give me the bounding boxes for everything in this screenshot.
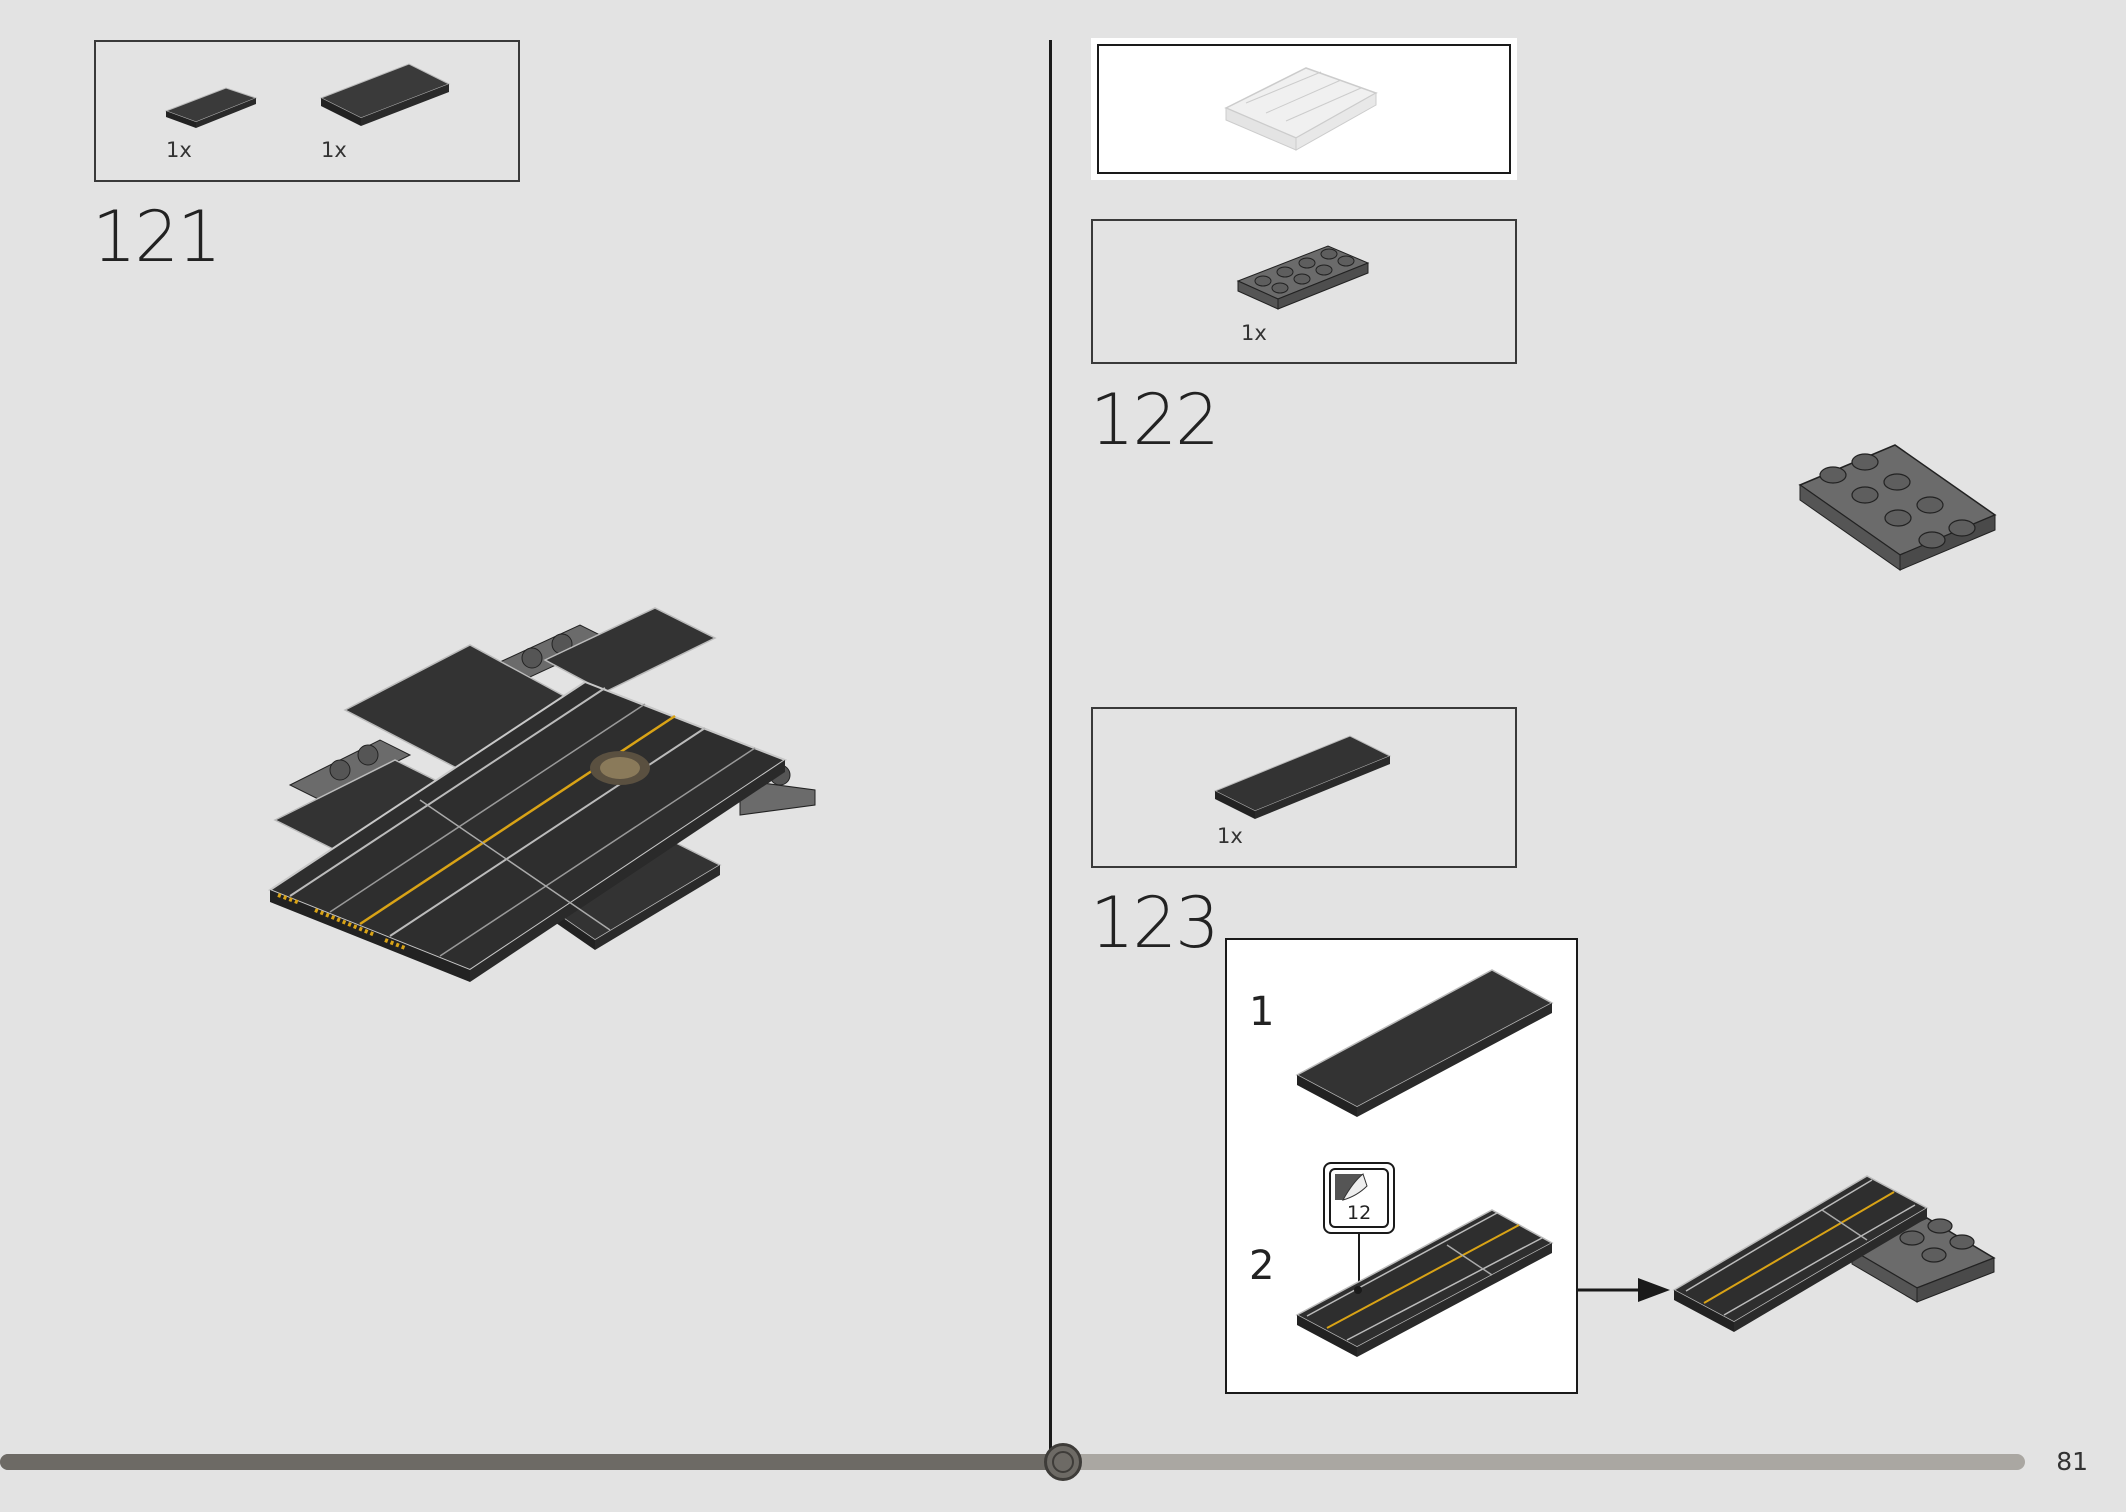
sticker-callout: 12 — [1323, 1162, 1395, 1234]
sticker-peel-icon — [1335, 1173, 1368, 1201]
part-qty: 1x — [1241, 321, 1267, 345]
parts-box-step-123: 1x — [1091, 707, 1517, 868]
sticker-pointer-line — [1358, 1234, 1360, 1290]
sticker-number: 12 — [1347, 1202, 1372, 1224]
assembly-model-122 — [1798, 444, 1997, 571]
progress-bar-knob — [1044, 1443, 1082, 1481]
arrow-icon — [1578, 1278, 1670, 1302]
substep-number: 2 — [1249, 1243, 1275, 1289]
assembly-model-121 — [267, 607, 816, 982]
substep-1-tile — [1295, 969, 1554, 1117]
step-number: 123 — [1090, 882, 1220, 964]
tile-1x2-icon — [164, 87, 258, 128]
parts-box-step-121: 1x 1x — [94, 40, 520, 182]
plate-2x4-icon — [1236, 245, 1370, 310]
submodel-ghost-icon — [1224, 67, 1378, 151]
substep-number: 1 — [1249, 989, 1275, 1035]
submodel-reference-box — [1091, 38, 1517, 180]
assembly-model-123 — [1672, 1175, 1996, 1332]
tile-2x6-icon — [1213, 735, 1392, 819]
part-qty: 1x — [166, 138, 192, 162]
subassembly-callout: 1 2 12 — [1225, 938, 1578, 1394]
tile-2x4-icon — [319, 63, 451, 126]
part-qty: 1x — [321, 138, 347, 162]
part-qty: 1x — [1217, 824, 1243, 848]
step-number: 122 — [1090, 379, 1220, 461]
progress-bar-fill — [0, 1454, 1063, 1470]
page-divider — [1049, 40, 1052, 1465]
substep-2-road-tile — [1295, 1209, 1554, 1357]
page-number: 81 — [2056, 1447, 2088, 1476]
step-number: 121 — [92, 196, 222, 278]
parts-box-step-122: 1x — [1091, 219, 1517, 364]
